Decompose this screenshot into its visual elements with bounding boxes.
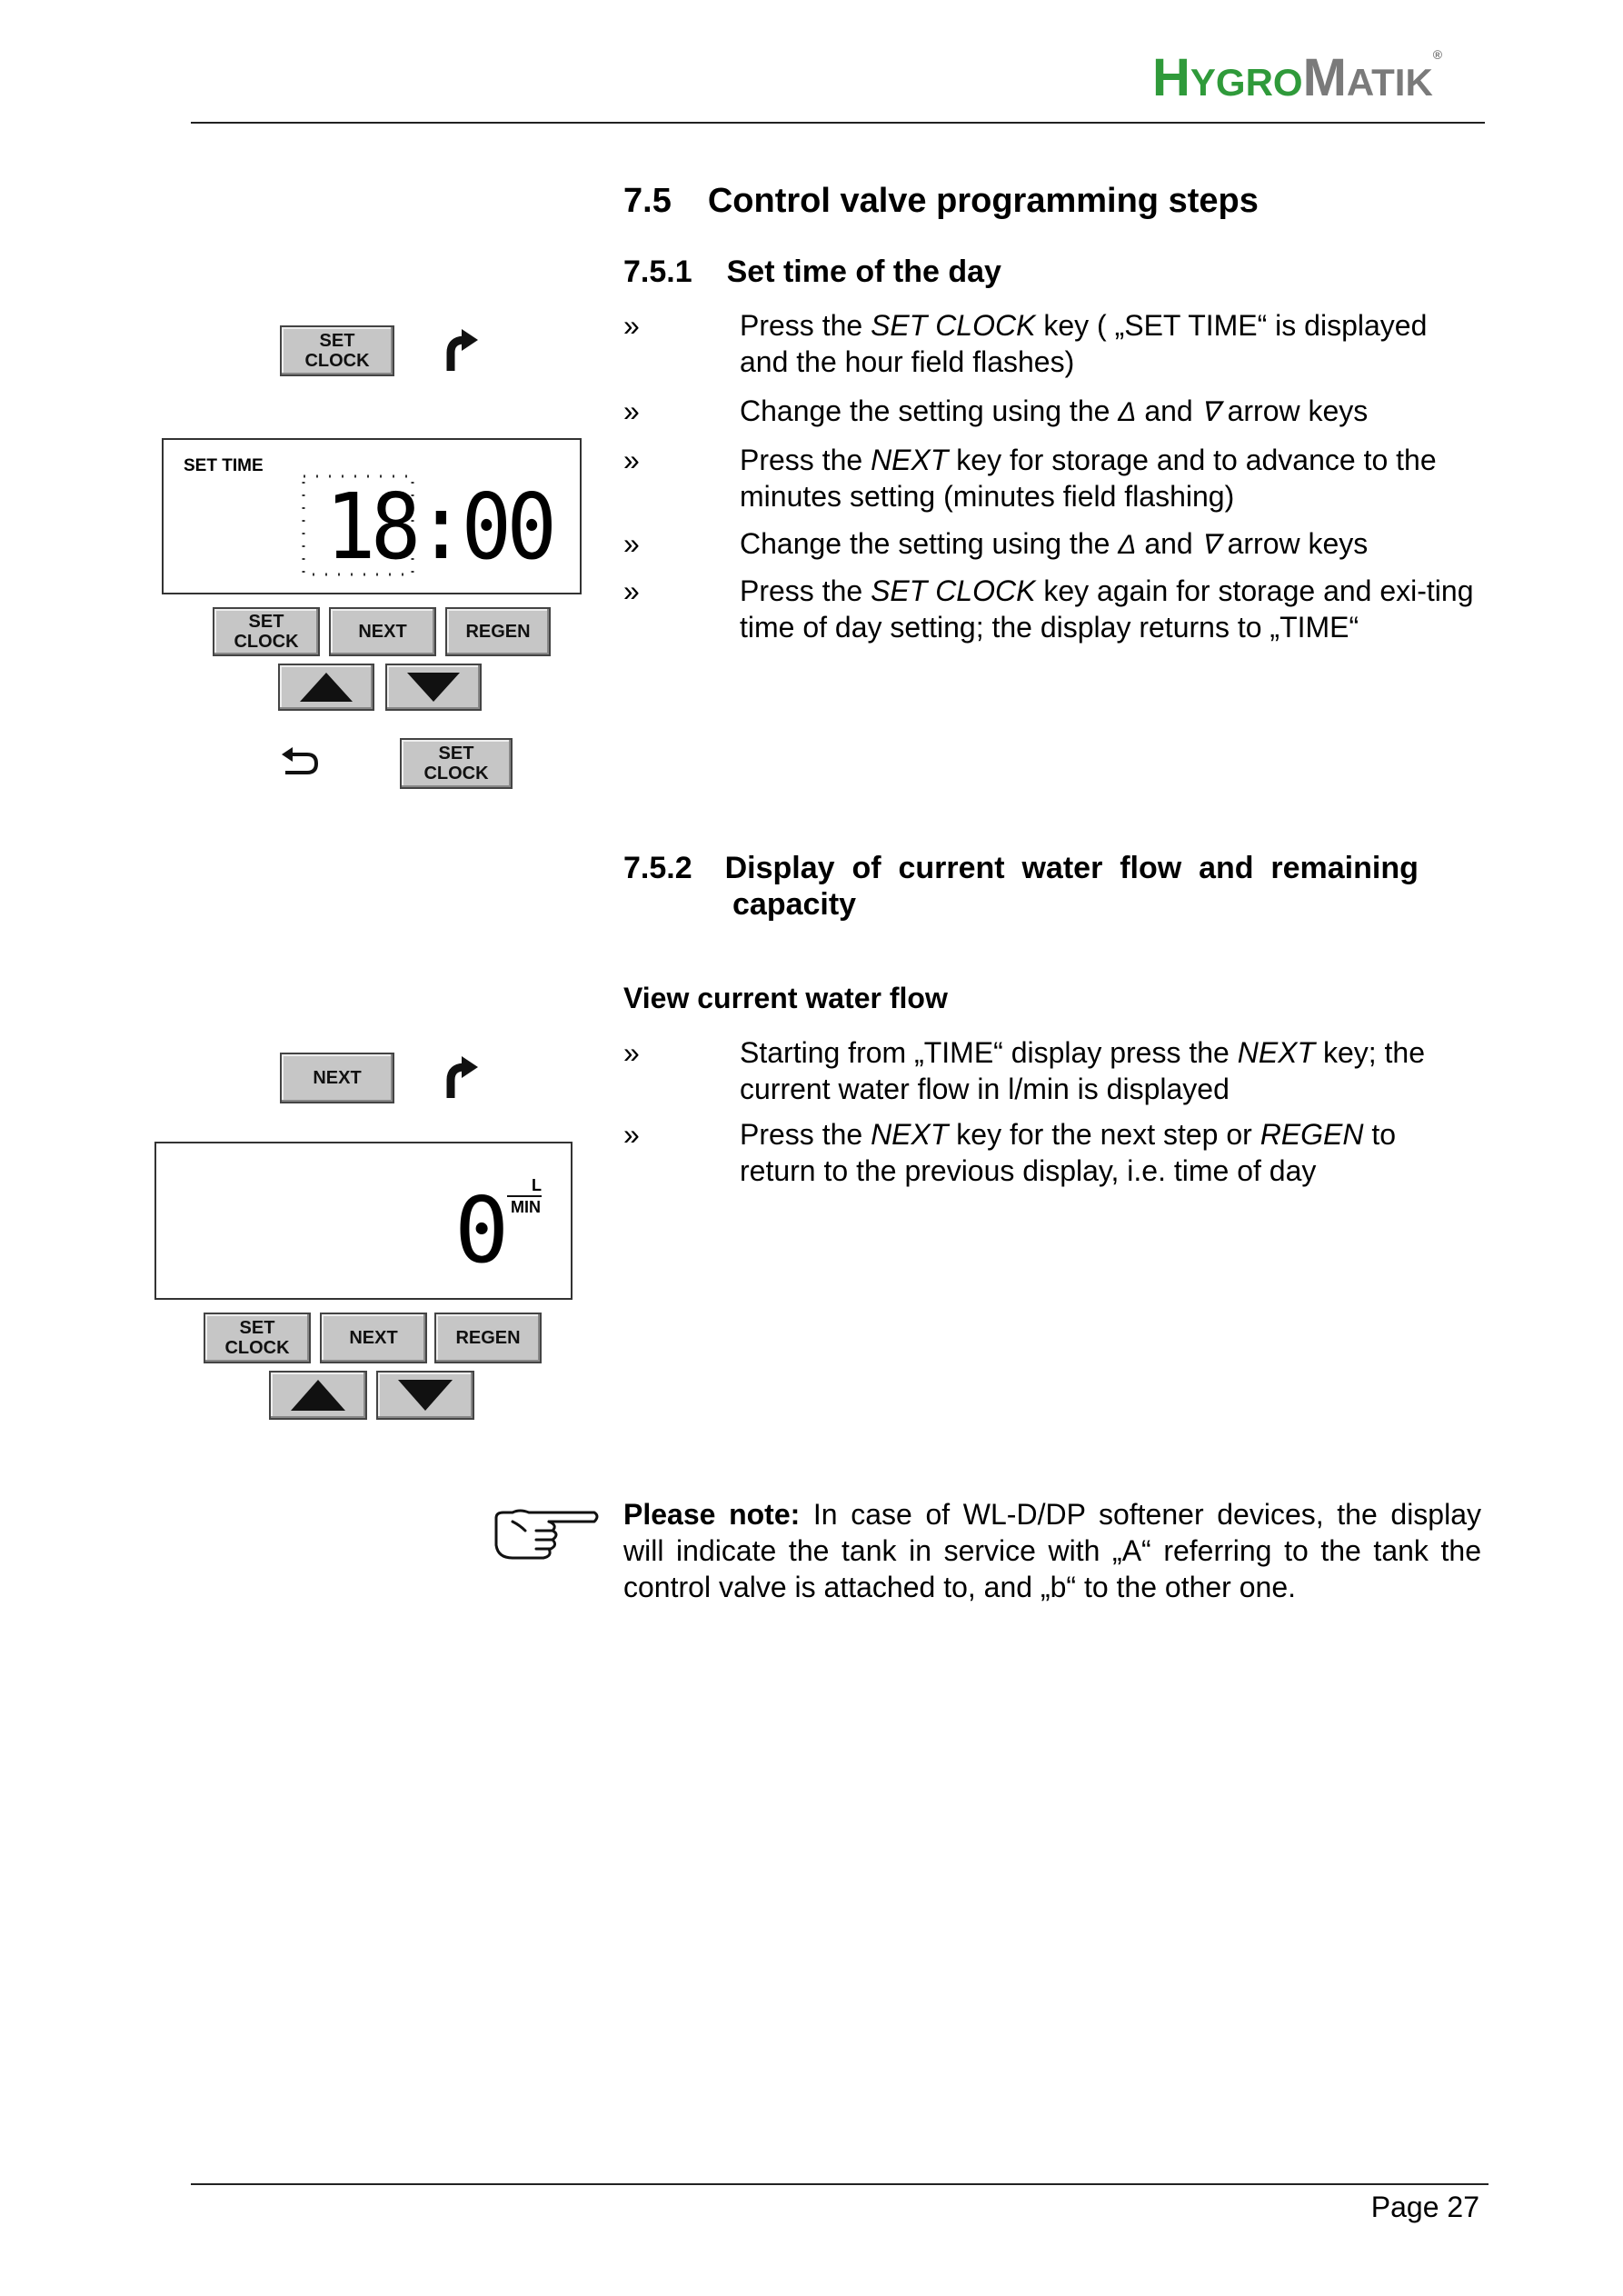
subhead-view-flow: View current water flow [623, 982, 948, 1014]
lcd-display-flow: 0 L MIN [154, 1142, 573, 1300]
set-clock-key[interactable]: SET CLOCK [204, 1313, 311, 1363]
lcd-label: SET TIME [184, 456, 264, 475]
curved-arrow-right-icon [446, 329, 478, 371]
pointing-hand-icon [494, 1509, 599, 1560]
please-note: Please note: In case of WL-D/DP softener… [623, 1498, 1481, 1603]
bullet-752-2: » Press the NEXT key for the next step o… [623, 1118, 1397, 1187]
up-triangle-icon [291, 1380, 345, 1411]
header-rule [191, 122, 1485, 124]
down-arrow-key[interactable] [385, 664, 482, 711]
down-nabla-icon: ∇ [1200, 397, 1220, 427]
page-number: Page 27 [1370, 2191, 1479, 2223]
curved-arrow-right-icon [446, 1056, 478, 1098]
bullet-751-5: » Press the SET CLOCK key again for stor… [623, 574, 1474, 644]
up-arrow-key[interactable] [278, 664, 374, 711]
next-key[interactable]: NEXT [320, 1313, 427, 1363]
next-key[interactable]: NEXT [329, 607, 436, 656]
down-nabla-icon: ∇ [1200, 530, 1220, 560]
return-arrow-icon [282, 747, 319, 774]
regen-key[interactable]: REGEN [434, 1313, 542, 1363]
unit-divider [507, 1195, 542, 1197]
lcd-time-value: 18:00 [325, 474, 557, 580]
set-clock-key[interactable]: SET CLOCK [213, 607, 320, 656]
down-triangle-icon [407, 673, 460, 702]
hygromatik-logo: HYGROMATIK® [1152, 47, 1443, 107]
bullet-751-4: » Change the setting using the Δ and ∇ a… [623, 527, 1369, 560]
set-clock-key[interactable]: SET CLOCK [280, 325, 394, 376]
up-delta-icon: Δ [1118, 530, 1137, 560]
up-triangle-icon [300, 673, 353, 702]
unit-liters: L [532, 1176, 542, 1194]
lcd-flow-value: 0 [454, 1177, 510, 1283]
bullet-752-1: » Starting from „TIME“ display press the… [623, 1036, 1426, 1105]
bullet-751-3: » Press the NEXT key for storage and to … [623, 444, 1437, 513]
unit-minutes: MIN [511, 1198, 541, 1216]
next-key[interactable]: NEXT [280, 1053, 394, 1103]
bullet-751-1: » Press the SET CLOCK key ( „SET TIME“ i… [623, 309, 1428, 378]
down-triangle-icon [398, 1380, 453, 1411]
set-clock-key[interactable]: SET CLOCK [400, 738, 513, 789]
subsection-title-752-line2: capacity [732, 887, 857, 922]
down-arrow-key[interactable] [376, 1371, 474, 1420]
bullet-751-2: » Change the setting using the Δ and ∇ a… [623, 394, 1369, 427]
up-delta-icon: Δ [1118, 397, 1137, 427]
regen-key[interactable]: REGEN [445, 607, 551, 656]
up-arrow-key[interactable] [269, 1371, 367, 1420]
lcd-display-set-time: SET TIME 18:00 [162, 438, 582, 594]
footer-rule [191, 2183, 1489, 2185]
